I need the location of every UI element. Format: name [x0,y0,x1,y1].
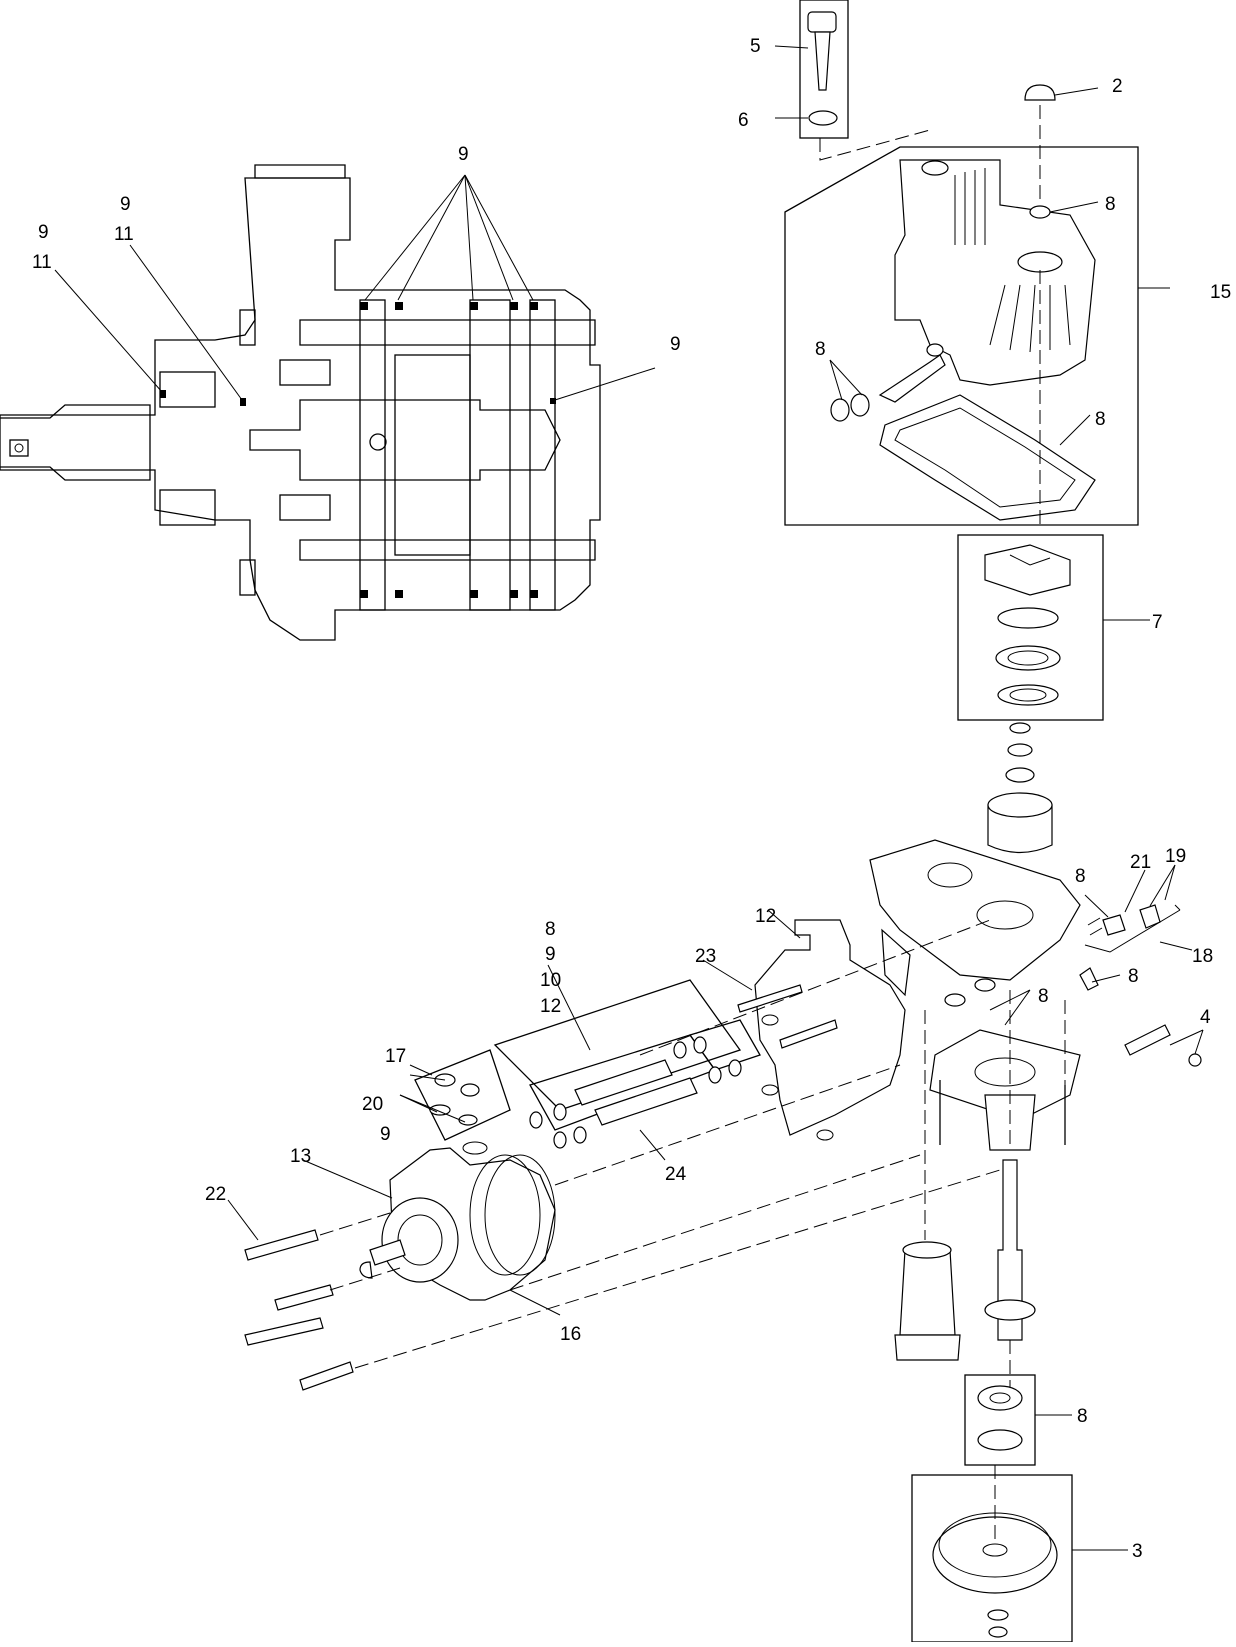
cross-section-view [0,164,656,641]
callout-label: 6 [738,110,749,131]
callout-label: 8 [1095,409,1106,430]
callout-label: 13 [290,1146,311,1167]
callout-label: 9 [120,194,131,215]
callout-label: 12 [540,996,561,1017]
callout-label: 9 [38,222,49,243]
callout-label: 9 [380,1124,391,1145]
callout-label: 16 [560,1324,581,1345]
thrust-bearing-assembly [957,534,1150,721]
callout-label: 9 [458,144,469,165]
callout-labels: 9 9 11 9 11 9 5 6 2 8 15 8 8 7 8 21 19 1… [32,36,1231,1562]
callout-label: 18 [1192,946,1213,967]
callout-label: 12 [755,906,776,927]
callout-label: 9 [545,944,556,965]
center-section [869,722,1204,1400]
callout-label: 22 [205,1184,226,1205]
callout-label: 8 [1038,986,1049,1007]
lower-bearing-and-pulley [911,1374,1128,1643]
callout-label: 19 [1165,846,1186,867]
callout-label: 17 [385,1046,406,1067]
callout-label: 15 [1210,282,1231,303]
callout-label: 21 [1130,852,1151,873]
callout-label: 10 [540,970,561,991]
callout-label: 23 [695,946,716,967]
callout-label: 8 [815,339,826,360]
callout-label: 8 [1075,866,1086,887]
callout-label: 8 [1128,966,1139,987]
callout-label: 8 [1105,194,1116,215]
callout-label: 2 [1112,76,1123,97]
dipstick-group [774,0,931,161]
motor-assembly [227,909,1001,1391]
callout-label: 8 [545,919,556,940]
callout-label: 4 [1200,1007,1211,1028]
callout-label: 5 [750,36,761,57]
callout-label: 9 [670,334,681,355]
callout-label: 11 [32,252,52,273]
callout-label: 3 [1132,1541,1143,1562]
callout-label: 7 [1152,612,1163,633]
callout-label: 20 [362,1094,383,1115]
cover-assembly [784,84,1170,526]
callout-label: 8 [1077,1406,1088,1427]
callout-label: 11 [114,224,134,245]
callout-label: 24 [665,1164,687,1185]
